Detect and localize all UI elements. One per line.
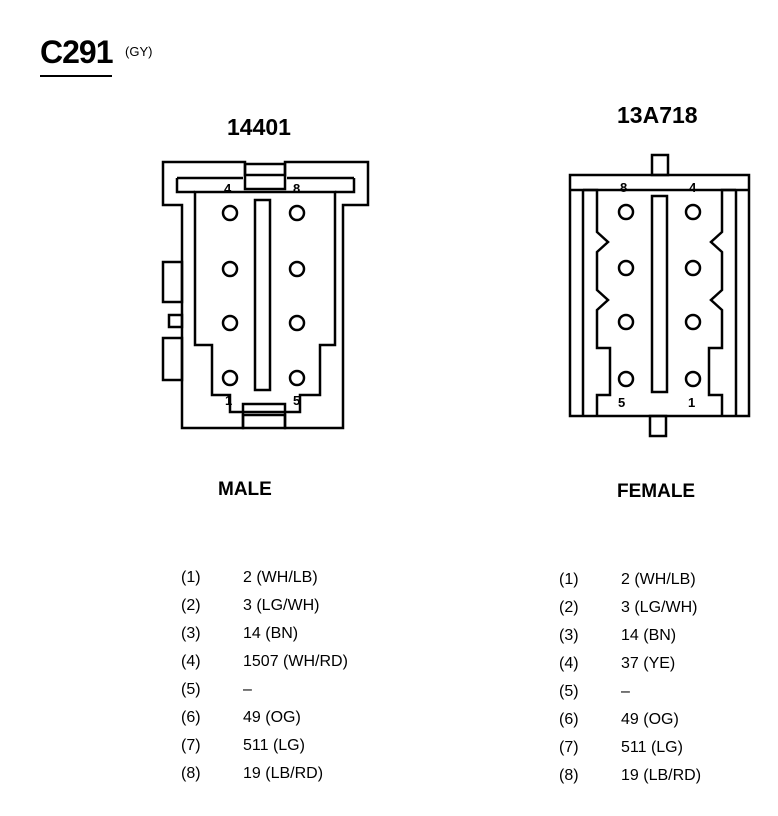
male-pin-3 bbox=[221, 260, 239, 278]
pin-number: (1) bbox=[181, 569, 201, 586]
pin-number: (8) bbox=[181, 765, 201, 782]
female-pin-label-bottom-right: 1 bbox=[688, 395, 696, 410]
male-top-key bbox=[243, 162, 287, 191]
female-center-divider bbox=[650, 194, 669, 394]
male-pin-4 bbox=[221, 204, 239, 222]
circuit-value: 14 (BN) bbox=[243, 625, 299, 642]
pin-number: (1) bbox=[559, 571, 579, 588]
circuit-value: 2 (WH/LB) bbox=[621, 571, 696, 588]
female-pin-6 bbox=[617, 313, 635, 331]
pin-number: (3) bbox=[181, 625, 201, 642]
male-pin-label-top-left: 4 bbox=[224, 181, 232, 196]
female-pin-label-top-right: 4 bbox=[689, 180, 697, 195]
female-pin-5 bbox=[617, 370, 635, 388]
male-label: MALE bbox=[218, 479, 272, 500]
male-pin-5 bbox=[288, 369, 306, 387]
male-side-rib-lower bbox=[161, 336, 184, 382]
male-bottom-key bbox=[241, 402, 287, 430]
circuit-value: 19 (LB/RD) bbox=[621, 767, 702, 784]
female-pin-7 bbox=[617, 259, 635, 277]
pin-number: (4) bbox=[559, 655, 579, 672]
male-top-rail bbox=[175, 176, 356, 194]
male-pin-6 bbox=[288, 314, 306, 332]
female-pin-4 bbox=[684, 203, 702, 221]
circuit-value: 19 (LB/RD) bbox=[243, 765, 324, 782]
female-right-wall bbox=[707, 188, 738, 416]
male-inner-cavity bbox=[193, 190, 337, 414]
circuit-value: 49 (OG) bbox=[243, 709, 301, 726]
male-pin-7 bbox=[288, 260, 306, 278]
female-pin-1 bbox=[684, 370, 702, 388]
female-pin-3 bbox=[684, 259, 702, 277]
circuit-value: – bbox=[243, 681, 252, 698]
pin-number: (4) bbox=[181, 653, 201, 670]
circuit-value: 1507 (WH/RD) bbox=[243, 653, 348, 670]
male-center-divider bbox=[253, 198, 272, 392]
male-pin-label-bottom-left: 1 bbox=[225, 393, 233, 408]
circuit-value: 3 (LG/WH) bbox=[243, 597, 320, 614]
connector-id: C291 bbox=[40, 34, 113, 70]
female-pins bbox=[617, 203, 702, 388]
circuit-value: 37 (YE) bbox=[621, 655, 676, 672]
male-side-rib-mid bbox=[167, 313, 184, 329]
female-pin-2 bbox=[684, 313, 702, 331]
male-side-rib-upper bbox=[161, 260, 184, 304]
male-pin-2 bbox=[221, 314, 239, 332]
circuit-value: 511 (LG) bbox=[621, 739, 683, 756]
male-pin-label-bottom-right: 5 bbox=[293, 393, 301, 408]
female-top-key bbox=[650, 153, 670, 177]
female-label: FEMALE bbox=[617, 481, 696, 502]
circuit-value: 49 (OG) bbox=[621, 711, 679, 728]
pin-number: (6) bbox=[559, 711, 579, 728]
pin-number: (7) bbox=[559, 739, 579, 756]
pin-number: (5) bbox=[559, 683, 579, 700]
circuit-value: 3 (LG/WH) bbox=[621, 599, 698, 616]
title-underline bbox=[40, 75, 112, 77]
male-part-number: 14401 bbox=[227, 114, 291, 140]
male-pin-1 bbox=[221, 369, 239, 387]
female-housing-outline bbox=[568, 173, 751, 418]
female-pin-label-top-left: 8 bbox=[620, 180, 628, 195]
circuit-value: 511 (LG) bbox=[243, 737, 305, 754]
pin-number: (8) bbox=[559, 767, 579, 784]
pin-number: (5) bbox=[181, 681, 201, 698]
circuit-value: 14 (BN) bbox=[621, 627, 677, 644]
male-pin-8 bbox=[288, 204, 306, 222]
female-connector-face bbox=[568, 153, 751, 438]
circuit-value: – bbox=[621, 683, 630, 700]
female-pin-8 bbox=[617, 203, 635, 221]
female-left-wall bbox=[581, 188, 612, 416]
pin-number: (6) bbox=[181, 709, 201, 726]
pin-number: (7) bbox=[181, 737, 201, 754]
pin-number: (2) bbox=[559, 599, 579, 616]
female-part-number: 13A718 bbox=[617, 102, 698, 128]
male-pins bbox=[221, 204, 306, 387]
circuit-value: 2 (WH/LB) bbox=[243, 569, 318, 586]
male-pin-label-top-right: 8 bbox=[293, 181, 301, 196]
female-pin-label-bottom-left: 5 bbox=[618, 395, 626, 410]
pin-number: (2) bbox=[181, 597, 201, 614]
pin-number: (3) bbox=[559, 627, 579, 644]
connector-color-code: (GY) bbox=[125, 44, 153, 59]
male-connector-face bbox=[161, 160, 370, 430]
female-bottom-key bbox=[648, 414, 668, 438]
